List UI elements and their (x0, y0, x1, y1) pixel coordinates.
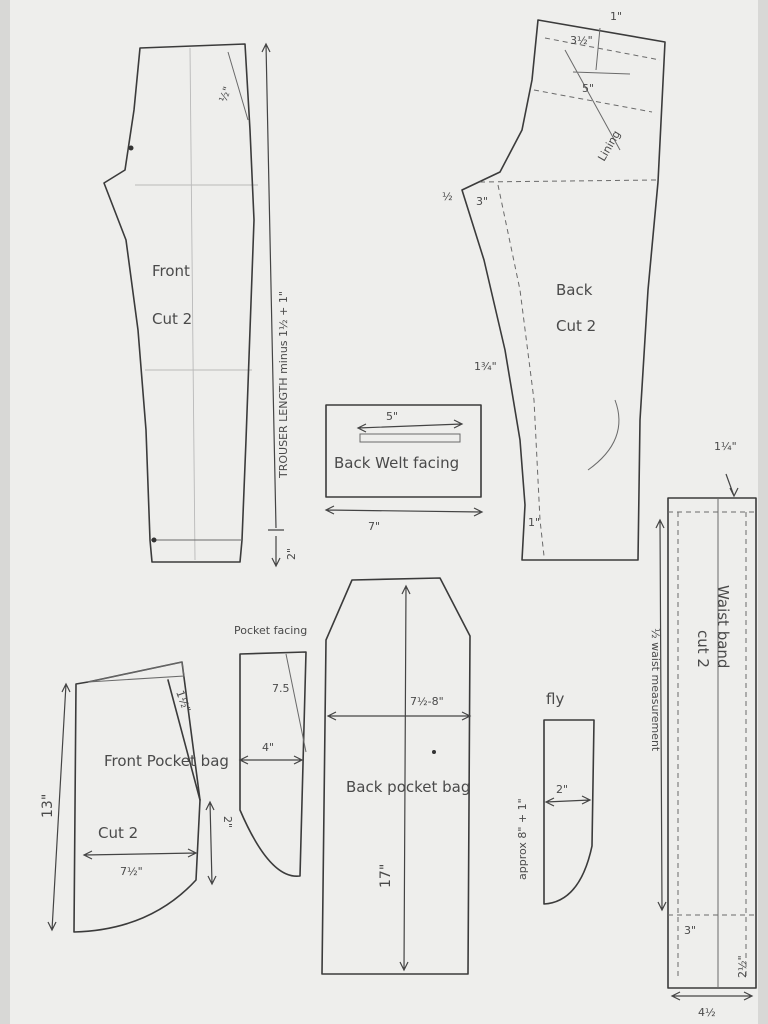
pocket-facing-piece: Pocket facing 7.5 4" (234, 624, 307, 877)
welt-top-label: 5" (386, 410, 398, 423)
back-pocket-width-label: 7½-8" (410, 695, 444, 708)
waistband-ext-label: 3" (684, 924, 696, 937)
back-pocket-bag-piece: Back pocket bag 7½-8" 17" (321, 577, 472, 975)
back-dart-top-label: 1" (610, 10, 622, 23)
back-crotch-a-label: ½ (442, 190, 453, 203)
front-pocket-height-label: 13" (40, 794, 56, 818)
fly-piece: fly 2" approx 8" + 1" (516, 690, 595, 905)
waistband-tip-label: 2½" (736, 955, 749, 978)
back-pocket-length-label: 17" (378, 864, 394, 888)
back-pocket-label: Back pocket bag (346, 778, 470, 796)
back-dart-width-label: 5" (582, 82, 594, 95)
back-hem-in-label: 1" (528, 516, 540, 529)
pocket-facing-label: Pocket facing (234, 624, 307, 637)
waistband-width-label: 4½ (698, 1006, 716, 1019)
welt-width-label: 7" (368, 520, 380, 533)
waistband-label: Waist band (714, 585, 732, 668)
paper-shadow-right (758, 0, 768, 1024)
front-cut-label: Cut 2 (152, 310, 192, 328)
fly-width-label: 2" (556, 783, 568, 796)
back-trouser-piece: Back Cut 2 3½" 1" 5" Lining ½ 3" 1¾" 1" (442, 10, 666, 561)
pocket-facing-slant-label: 7.5 (272, 682, 290, 695)
welt-facing-piece: Back Welt facing 5" 7" (324, 404, 484, 533)
front-waist-curve-label: ½" (217, 85, 235, 104)
waistband-piece: Waist band cut 2 ½ waist measurement 4½ … (649, 440, 757, 1019)
welt-facing-label: Back Welt facing (334, 454, 459, 472)
waistband-cut-label: cut 2 (694, 630, 712, 668)
front-length-label: TROUSER LENGTH minus 1½ + 1" (277, 291, 290, 479)
pocket-facing-width-label: 4" (262, 741, 274, 754)
front-pocket-label: Front Pocket bag (104, 752, 229, 770)
front-trouser-piece: Front Cut 2 TROUSER LENGTH minus 1½ + 1"… (103, 42, 298, 568)
back-crotch-b-label: 3" (476, 195, 488, 208)
front-label: Front (152, 262, 190, 280)
back-label: Back (556, 281, 593, 299)
front-pocket-width-label: 7½" (120, 865, 143, 878)
front-pocket-bag-piece: Front Pocket bag Cut 2 13" 7½" 1½" 2" (40, 661, 234, 933)
back-side-in-label: 1¾" (474, 360, 497, 373)
paper-shadow-left (0, 0, 10, 1024)
front-pocket-side-label: 2" (221, 816, 234, 828)
fly-label: fly (546, 690, 564, 708)
front-hem-label: 2" (285, 548, 298, 560)
waistband-length-label: ½ waist measurement (649, 628, 662, 752)
waistband-overlap-label: 1¼" (714, 440, 737, 453)
back-cut-label: Cut 2 (556, 317, 596, 335)
front-pocket-cut-label: Cut 2 (98, 824, 138, 842)
fly-length-label: approx 8" + 1" (516, 798, 529, 880)
back-dart-depth-label: 3½" (570, 34, 593, 47)
